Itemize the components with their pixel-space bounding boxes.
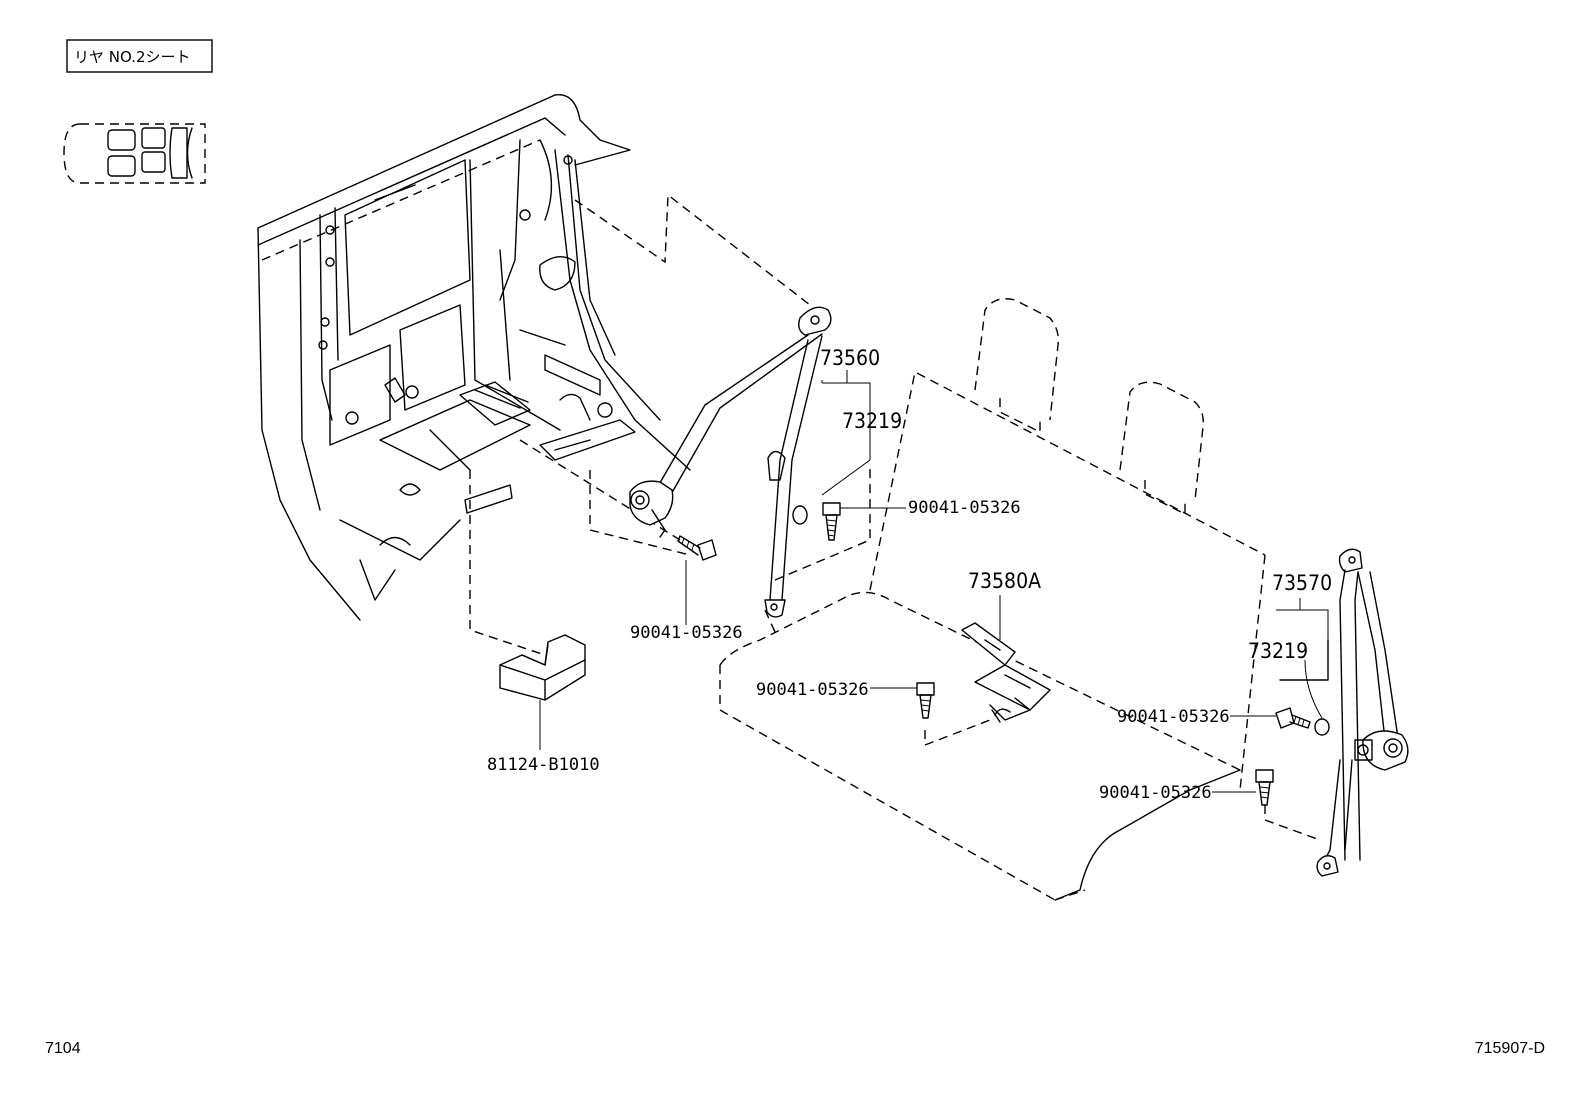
vehicle-body-interior <box>257 94 691 621</box>
section-label-box: リヤ NO.2シート <box>66 39 213 73</box>
seat-position-key-icon <box>63 123 206 184</box>
part-label-73580A: 73580A <box>968 569 1041 593</box>
seat-belt-buckle-73580A <box>961 595 1051 723</box>
section-label: リヤ NO.2シート <box>74 48 191 66</box>
seat-belt-left-73560 <box>629 306 832 618</box>
footer-left-code: 7104 <box>45 1040 81 1057</box>
bolts-left <box>677 502 906 625</box>
part-label-bolt-left-lower: 90041-05326 <box>630 623 743 643</box>
part-label-73219-right: 73219 <box>1248 639 1308 663</box>
part-label-73219-left: 73219 <box>842 409 902 433</box>
part-label-81124-B1010: 81124-B1010 <box>487 755 600 775</box>
part-label-bolt-right-upper: 90041-05326 <box>1117 707 1230 727</box>
bolts-right <box>1212 639 1330 806</box>
part-bracket-leaders <box>821 370 1329 640</box>
part-label-73560: 73560 <box>820 346 880 370</box>
part-label-bolt-center: 90041-05326 <box>756 680 869 700</box>
part-label-bolt-right-lower: 90041-05326 <box>1099 783 1212 803</box>
installation-leader-lines <box>469 193 1321 841</box>
footer-right-code: 715907-D <box>1475 1040 1545 1057</box>
part-label-bolt-upper-right: 90041-05326 <box>908 498 1021 518</box>
floor-pad-81124-B1010 <box>499 634 586 750</box>
seat-belt-right-73570 <box>1316 548 1409 877</box>
bolt-center <box>870 682 935 719</box>
part-label-73570: 73570 <box>1272 571 1332 595</box>
rear-seat-assembly <box>719 298 1266 901</box>
